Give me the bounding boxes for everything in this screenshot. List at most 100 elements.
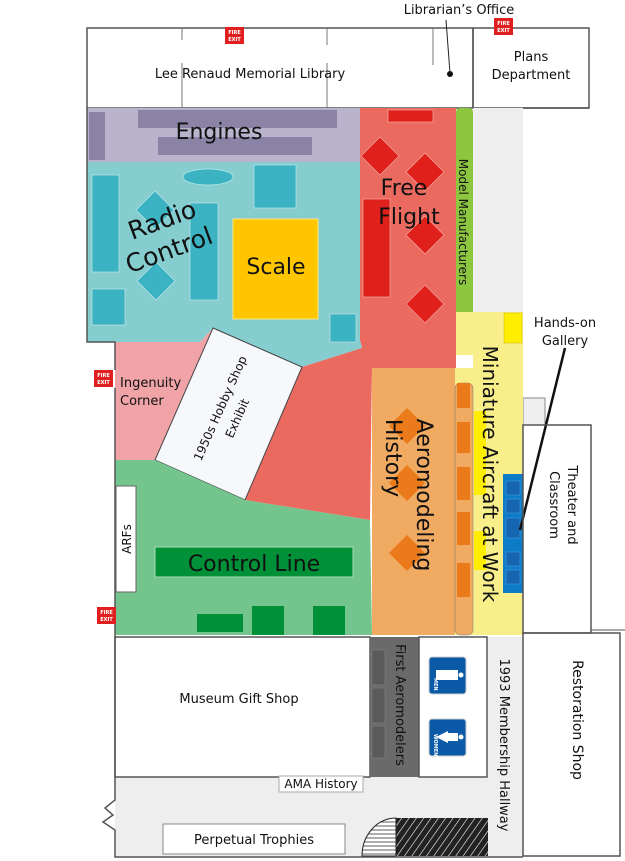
ingenuity-corner-area[interactable]	[115, 328, 213, 460]
fire-exit-label: EXIT	[100, 617, 113, 623]
ama-history-display[interactable]	[278, 775, 364, 793]
restoration-shop-room[interactable]	[522, 632, 621, 857]
control-line-label: Control Line	[188, 552, 320, 577]
corridor	[473, 108, 523, 313]
hands-on-label-1: Hands-on	[534, 316, 596, 331]
seat-block	[505, 480, 521, 496]
trophies-label: Perpetual Trophies	[194, 833, 314, 848]
librarian-pointer	[445, 19, 451, 74]
miniature-aircraft-label: Miniature Aircraft at Work	[478, 346, 502, 603]
radio-display	[136, 261, 176, 301]
control-line-display	[197, 614, 243, 632]
hands-on-pointer	[518, 347, 567, 531]
fire-exit-label: FIRE	[497, 21, 510, 27]
corridor-block	[522, 397, 546, 426]
free-flight-display	[387, 109, 434, 123]
fire-exit-label: FIRE	[97, 373, 110, 379]
aeromodeling-display	[389, 408, 425, 444]
first-aero-display	[371, 725, 386, 759]
first-aero-display	[371, 687, 386, 724]
fire-exit-label: EXIT	[497, 28, 510, 34]
miniature-display	[474, 411, 486, 495]
control-line-display	[313, 606, 345, 635]
library-label: Lee Renaud Memorial Library	[155, 67, 346, 82]
fire-exit-sign: FIRE EXIT	[494, 18, 513, 35]
aeromodeling-display	[457, 563, 470, 597]
miniature-display	[474, 531, 486, 570]
aeromodeling-display	[457, 422, 470, 453]
fire-exit-label: EXIT	[97, 380, 110, 386]
fire-exit-label: FIRE	[228, 30, 241, 36]
fire-exit-sign: FIRE EXIT	[97, 607, 116, 624]
women-icon	[436, 731, 464, 743]
theater-label-2: Classroom	[546, 471, 561, 539]
free-flight-display	[405, 152, 445, 192]
librarian-office-label: Librarian’s Office	[404, 3, 515, 18]
control-line-display	[154, 546, 354, 578]
first-aero-display	[371, 649, 386, 686]
aeromodeling-label-1: Aeromodeling	[411, 419, 436, 572]
engines-label: Engines	[176, 120, 263, 145]
gift-shop-room[interactable]	[114, 636, 371, 778]
aeromodeling-history-area[interactable]	[372, 368, 455, 635]
radio-display	[182, 168, 234, 186]
men-label: MEN	[432, 678, 438, 691]
fire-exit-label: FIRE	[100, 610, 113, 616]
membership-hallway-label: 1993 Membership Hallway	[496, 659, 511, 832]
engines-display	[89, 112, 105, 160]
seat-block	[505, 517, 521, 539]
restrooms[interactable]	[418, 636, 488, 778]
men-icon	[436, 670, 464, 680]
outer-wall	[86, 108, 116, 370]
librarian-office-marker	[447, 71, 453, 77]
scale-area[interactable]	[232, 218, 319, 320]
aeromodeling-label-2: History	[380, 419, 405, 497]
seat-block	[505, 498, 521, 514]
aeromodeling-display	[389, 535, 425, 571]
theater-label-1: Theater and	[564, 464, 579, 544]
ingenuity-label-1: Ingenuity	[120, 376, 182, 391]
aeromodeling-strip	[454, 382, 474, 636]
staircase	[396, 818, 488, 856]
control-line-display	[252, 606, 284, 635]
free-flight-display	[405, 215, 445, 255]
radio-display	[91, 174, 120, 273]
free-flight-display	[405, 284, 445, 324]
aeromodeling-display	[457, 467, 470, 500]
women-label: WOMEN	[432, 734, 438, 756]
radio-display	[329, 313, 357, 343]
radio-display	[91, 288, 126, 326]
model-manufacturers-area[interactable]	[456, 108, 473, 355]
plans-label-1: Plans	[514, 50, 549, 65]
ama-history-label: AMA History	[284, 777, 357, 791]
arfs-area[interactable]	[115, 485, 137, 593]
arfs-label: ARFs	[120, 524, 134, 554]
first-aeromodelers-label: First Aeromodelers	[392, 644, 407, 766]
hands-on-label-2: Gallery	[542, 334, 589, 349]
outer-wall	[101, 624, 523, 858]
ramp	[361, 817, 397, 857]
aeromodeling-display	[457, 383, 470, 408]
radio-display	[189, 202, 219, 301]
radio-display	[135, 190, 175, 230]
radio-display	[253, 164, 297, 209]
restoration-label: Restoration Shop	[569, 660, 585, 780]
seat-block	[505, 551, 521, 567]
miniature-aircraft-area-top	[456, 312, 473, 355]
fire-exit-sign: FIRE EXIT	[225, 27, 244, 44]
aeromodeling-display	[457, 512, 470, 545]
membership-hallway[interactable]	[488, 637, 523, 857]
engines-display	[138, 110, 337, 128]
model-manufacturers-label: Model Manufacturers	[456, 159, 470, 286]
fire-exit-label: EXIT	[228, 37, 241, 43]
free-flight-area[interactable]	[245, 108, 456, 520]
gift-shop-label: Museum Gift Shop	[179, 692, 298, 707]
perpetual-trophies-display[interactable]	[162, 823, 346, 855]
plans-label-2: Department	[492, 68, 571, 83]
scale-label: Scale	[246, 255, 305, 280]
ingenuity-label-2: Corner	[120, 394, 164, 409]
fire-exit-sign: FIRE EXIT	[94, 370, 113, 387]
hands-on-display	[503, 312, 523, 344]
engines-display	[158, 137, 312, 155]
